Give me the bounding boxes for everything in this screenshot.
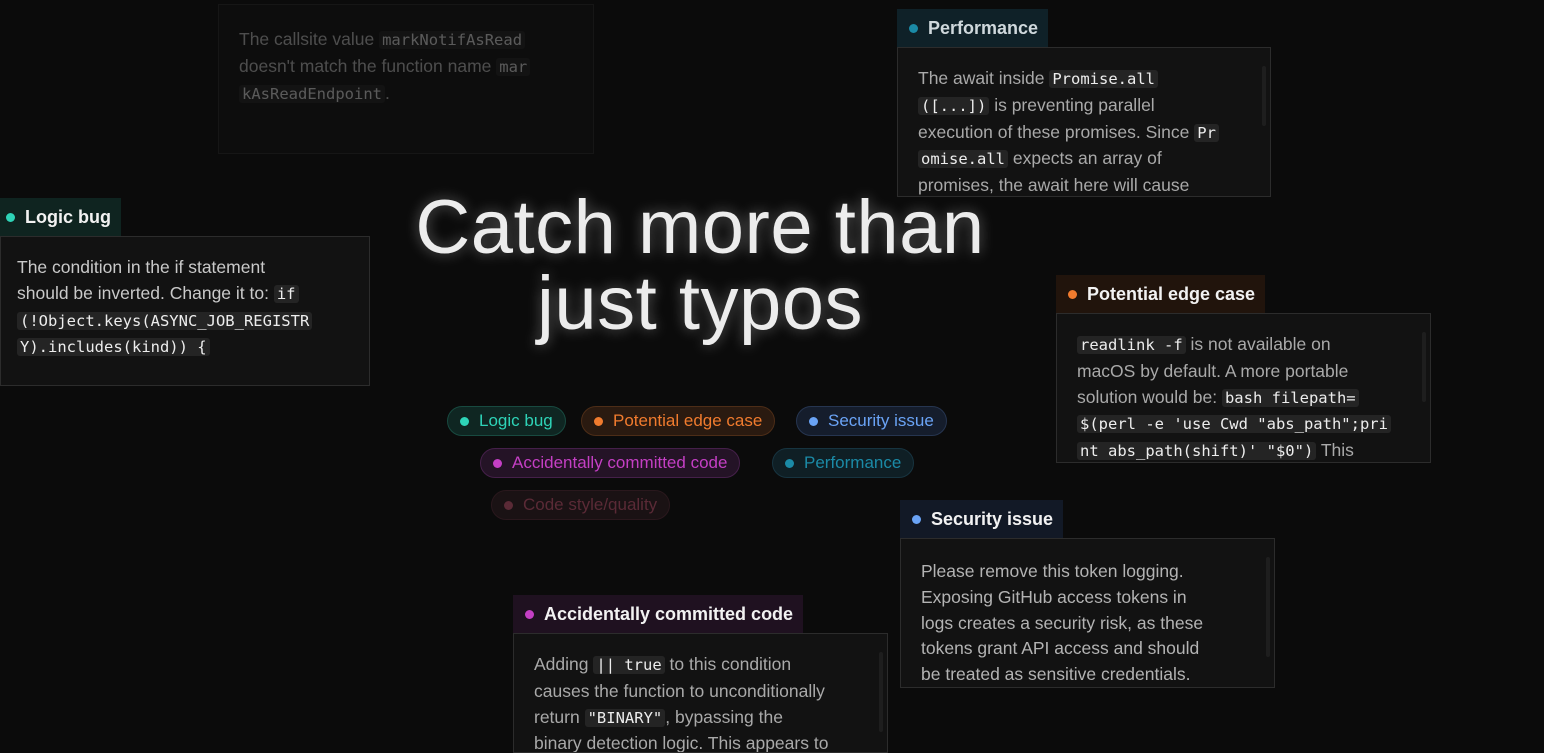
legend-chip-security[interactable]: Security issue [796, 406, 947, 436]
comment-card-logic-bug[interactable]: Logic bug The condition in the if statem… [0, 198, 370, 388]
comment-tab: Potential edge case [1056, 275, 1266, 313]
legend-chip-performance[interactable]: Performance [772, 448, 915, 478]
comment-body: Please remove this token logging. Exposi… [900, 538, 1275, 688]
comment-card-performance[interactable]: Performance The await inside Promise.all… [897, 9, 1271, 197]
dot-icon [493, 458, 502, 468]
scrollbar[interactable] [1266, 557, 1270, 657]
comment-card-naming: The callsite value markNotifAsRead doesn… [218, 0, 594, 156]
scrollbar[interactable] [1262, 66, 1266, 126]
comment-card-edge-case[interactable]: Potential edge case readlink -f is not a… [1056, 275, 1431, 465]
legend-chip-style[interactable]: Code style/quality [491, 490, 671, 520]
comment-card-security[interactable]: Security issue Please remove this token … [900, 500, 1275, 690]
comment-title: Accidentally committed code [544, 603, 794, 624]
dot-icon [460, 416, 469, 426]
category-dot-icon [909, 23, 918, 33]
comment-tab: Logic bug [0, 198, 121, 236]
comment-tab: Performance [897, 9, 1049, 47]
category-dot-icon [912, 514, 921, 524]
comment-body: The condition in the if statement should… [0, 236, 370, 386]
page-headline: Catch more than just typos [415, 185, 985, 346]
comment-title: Logic bug [25, 206, 111, 227]
dot-icon [504, 500, 513, 510]
legend-chip-edge-case[interactable]: Potential edge case [581, 406, 776, 436]
dot-icon [785, 458, 794, 468]
legend-chip-committed[interactable]: Accidentally committed code [480, 448, 741, 478]
legend-chip-logic-bug[interactable]: Logic bug [447, 406, 566, 436]
category-dot-icon [525, 609, 534, 619]
category-dot-icon [1068, 289, 1077, 299]
scrollbar[interactable] [1422, 332, 1426, 402]
comment-body: readlink -f is not available on macOS by… [1056, 313, 1431, 463]
category-dot-icon [6, 212, 15, 222]
comment-title: Performance [928, 17, 1039, 38]
comment-tab: Security issue [900, 500, 1064, 538]
comment-tab: Accidentally committed code [513, 595, 804, 633]
comment-title: Potential edge case [1087, 283, 1256, 304]
dot-icon [809, 416, 818, 426]
comment-card-committed[interactable]: Accidentally committed code Adding || tr… [513, 595, 888, 753]
comment-body: The await inside Promise.all ([...]) is … [897, 47, 1271, 197]
dot-icon [594, 416, 603, 426]
comment-body: Adding || true to this condition causes … [513, 633, 888, 753]
scrollbar[interactable] [879, 652, 883, 732]
comment-body: The callsite value markNotifAsRead doesn… [218, 4, 594, 154]
comment-title: Security issue [931, 508, 1054, 529]
